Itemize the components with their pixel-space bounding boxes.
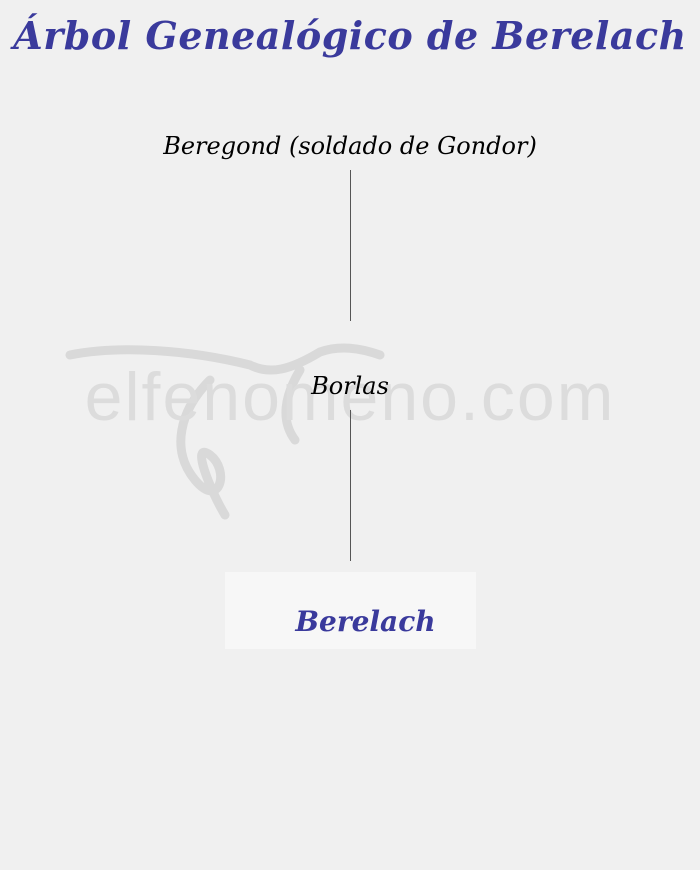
- tree-connector: [350, 170, 351, 321]
- tree-connector: [350, 410, 351, 561]
- page-title: Árbol Genealógico de Berelach: [13, 13, 687, 58]
- tree-node-borlas: Borlas: [311, 372, 389, 400]
- tree-node-berelach: Berelach: [295, 605, 436, 638]
- tree-node-beregond: Beregond (soldado de Gondor): [163, 132, 537, 160]
- highlighted-node-box: Berelach: [225, 572, 476, 649]
